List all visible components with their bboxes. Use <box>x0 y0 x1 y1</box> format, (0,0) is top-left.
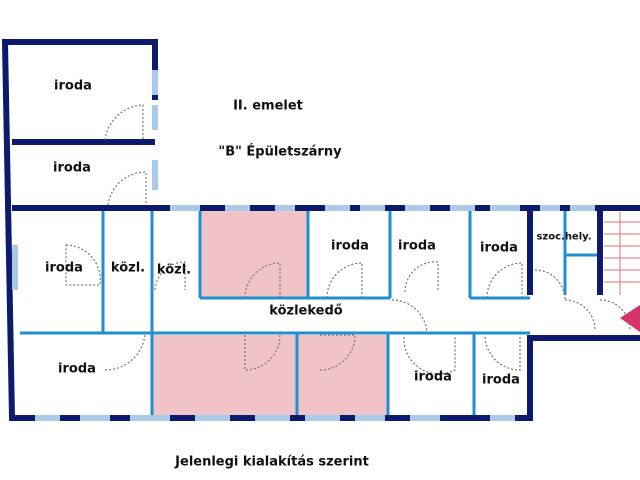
wing-title: "B" Épületszárny <box>218 144 342 160</box>
room-label: iroda <box>331 238 369 254</box>
windows <box>12 70 595 421</box>
room-label: iroda <box>482 372 520 388</box>
room-label: iroda <box>414 369 452 385</box>
floor-title: II. emelet <box>233 98 303 114</box>
entrance-arrow-icon <box>620 305 640 332</box>
room-label: iroda <box>58 361 96 377</box>
room-label: iroda <box>398 238 436 254</box>
room-label: iroda <box>480 240 518 256</box>
highlight-room-lower-1 <box>152 335 297 415</box>
room-label: iroda <box>54 78 92 94</box>
room-label: közl. <box>156 262 192 278</box>
room-label: iroda <box>53 160 91 176</box>
inner-walls <box>20 210 600 415</box>
room-label: iroda <box>45 260 83 276</box>
stairs <box>604 212 640 295</box>
caption: Jelenlegi kialakítás szerint <box>175 454 369 470</box>
room-label: közl. <box>110 260 146 276</box>
highlight-room-lower-2 <box>297 335 388 415</box>
room-label: közlekedő <box>269 303 343 319</box>
room-label: szoc.hely. <box>536 231 592 243</box>
highlight-room-upper <box>200 211 308 298</box>
door-swings <box>65 104 631 375</box>
